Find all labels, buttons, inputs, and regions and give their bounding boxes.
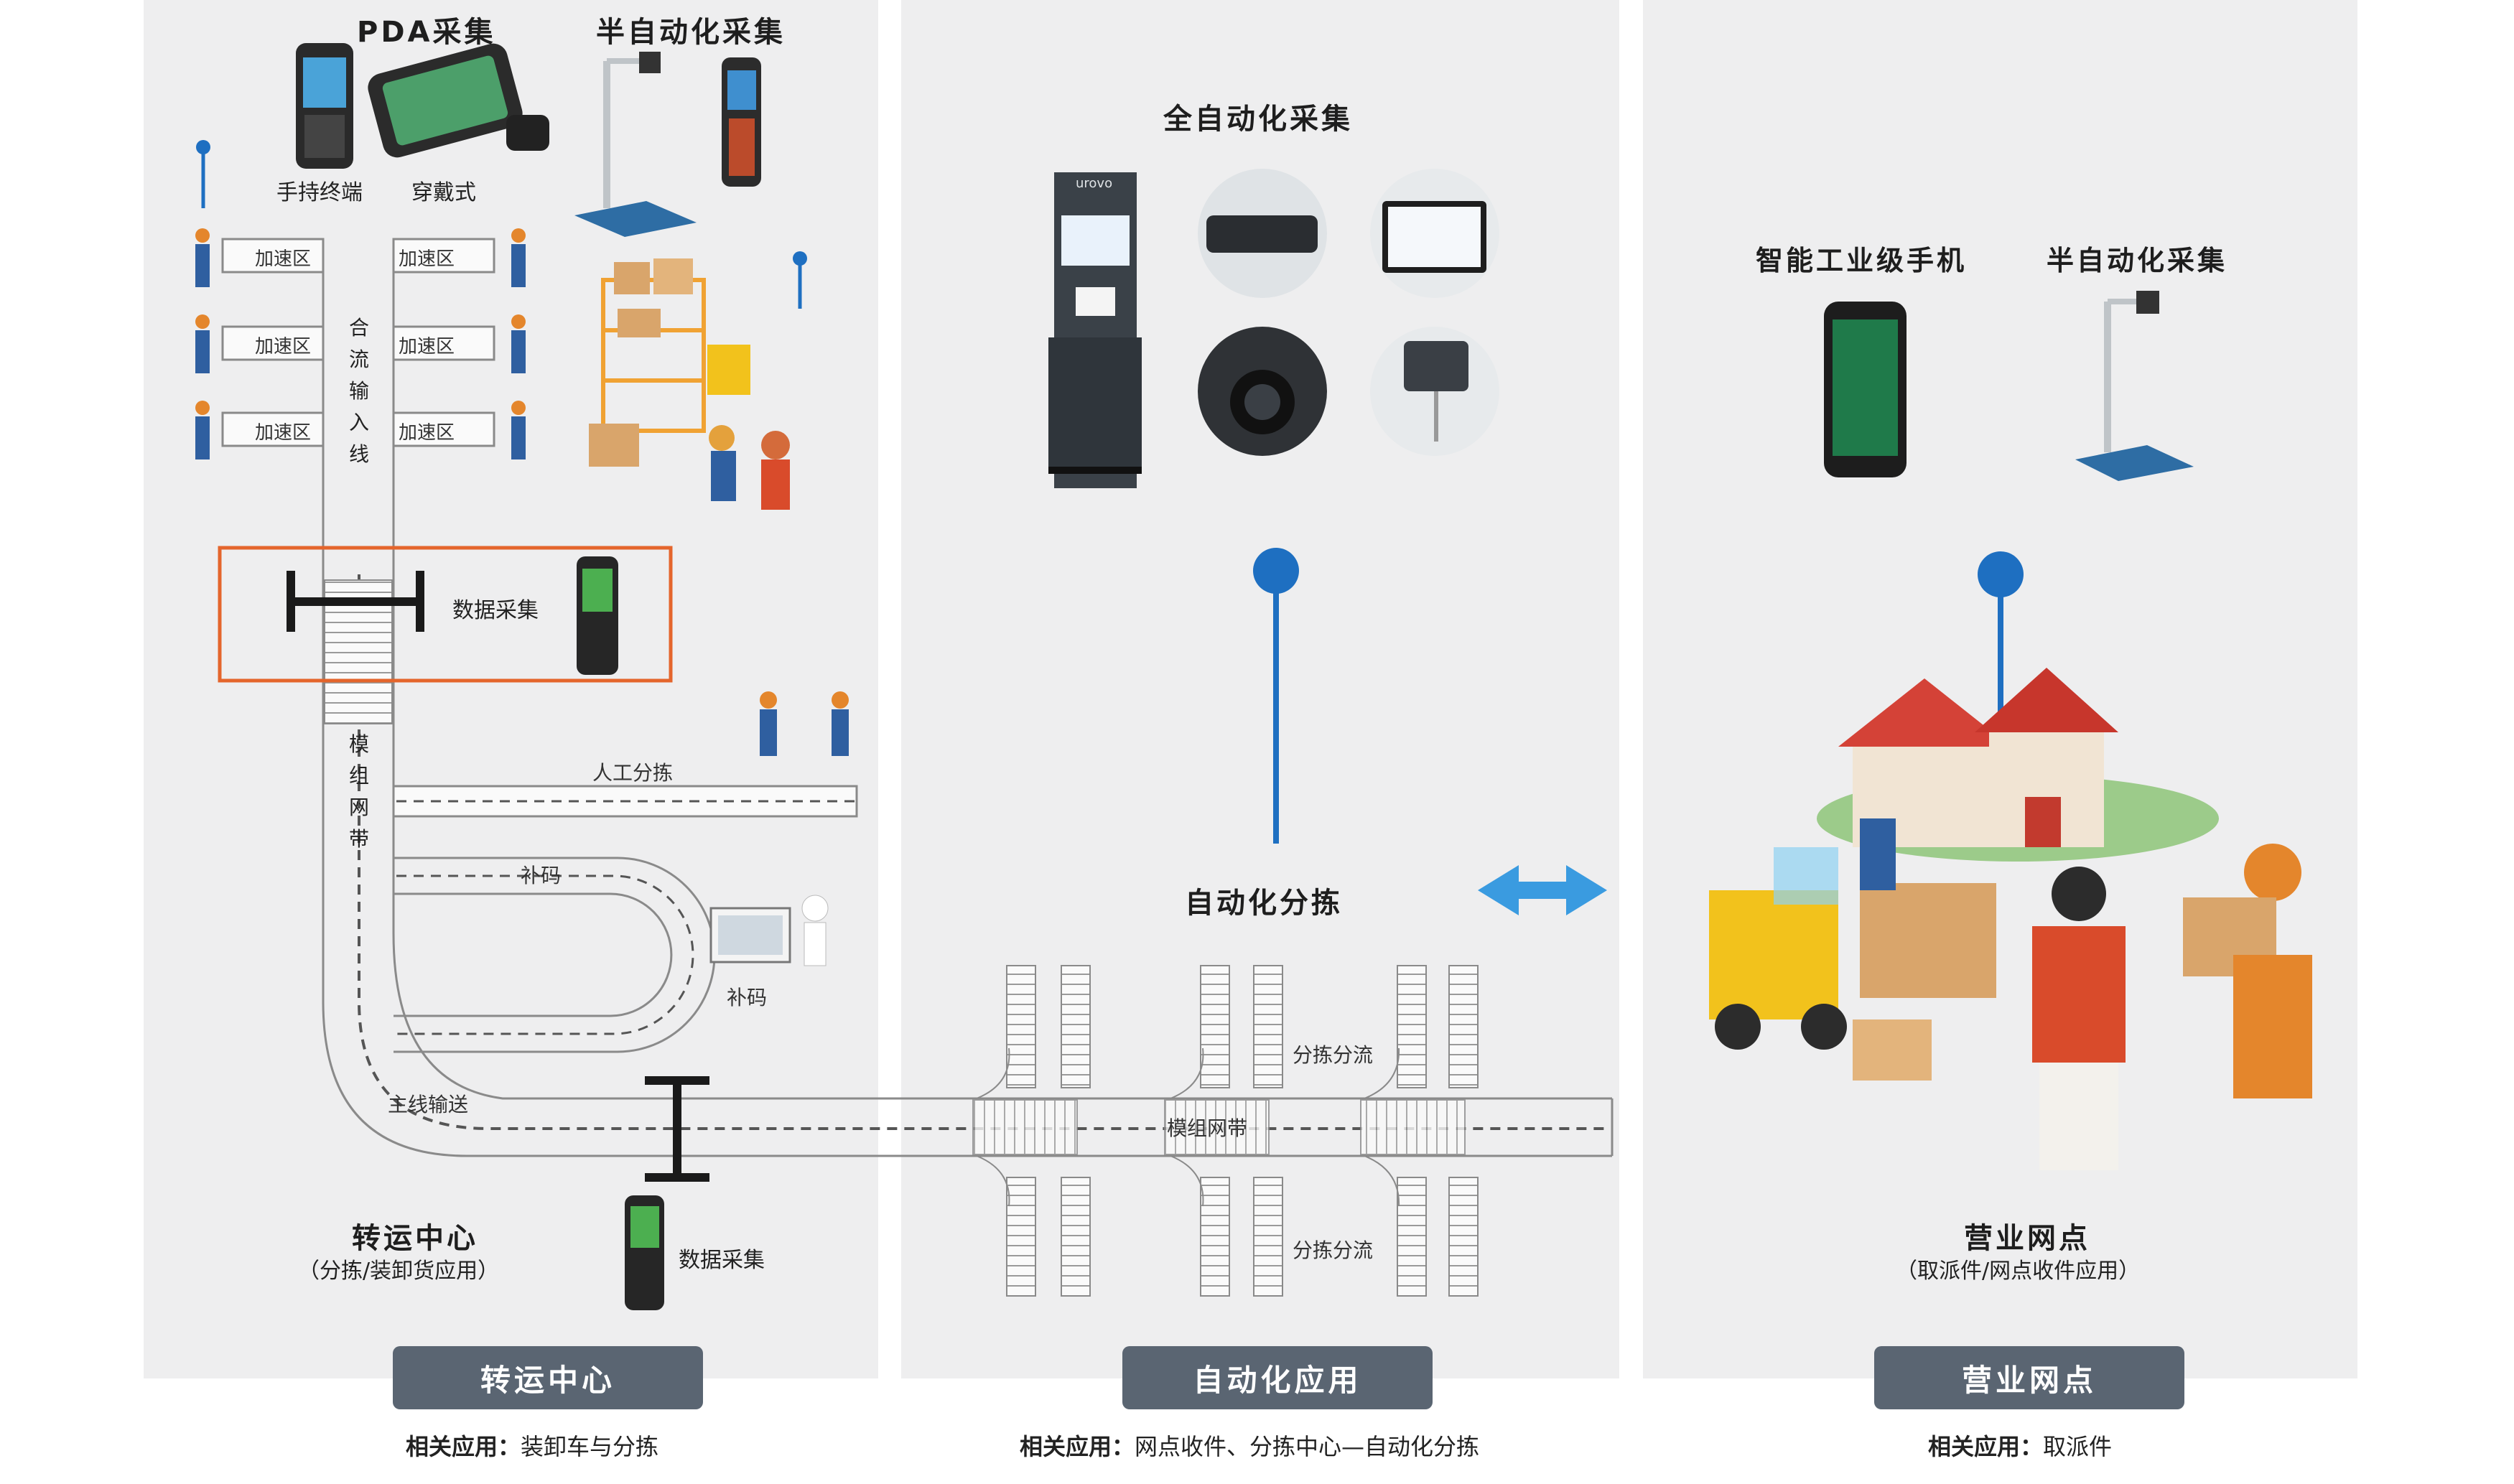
accel-zone-belts — [221, 238, 495, 447]
related-app-automation: 相关应用：网点收件、分拣中心—自动化分拣 — [1020, 1433, 1480, 1460]
device-brand: urovo — [1076, 176, 1113, 191]
pda-collect-title: PDA采集 — [357, 16, 496, 49]
related-app-transfer: 相关应用：装卸车与分拣 — [406, 1433, 659, 1460]
bottom-pda-icon — [625, 1195, 664, 1310]
accel-zone-label: 加速区 — [399, 336, 455, 358]
sort-divert-belts — [972, 965, 1479, 1297]
related-app-outlet: 相关应用：取派件 — [1928, 1433, 2113, 1460]
semi-auto-stand-outlet-icon — [2075, 291, 2194, 481]
module-belt-label: 模 组 网 带 — [348, 732, 369, 851]
worker-icons — [195, 228, 849, 756]
transfer-center-subcaption: （分拣/装卸货应用） — [298, 1259, 500, 1284]
handheld-terminal-icon — [296, 43, 353, 169]
industrial-phone-icon — [1824, 302, 1907, 477]
semi-auto-stand-icon — [574, 52, 697, 237]
camera-device-icons — [1198, 169, 1499, 456]
scanner-frame-bottom — [645, 1076, 709, 1182]
module-belt-inline-label: 模组网带 — [1167, 1116, 1248, 1140]
tag-automation: 自动化应用 — [1122, 1346, 1433, 1409]
wearable-device-icon — [368, 43, 549, 158]
handheld-terminal-label: 手持终端 — [276, 180, 363, 205]
semi-auto-outlet-title: 半自动化采集 — [2047, 245, 2228, 276]
double-arrow-icon — [1478, 865, 1607, 915]
location-pin-icons — [196, 140, 2024, 851]
auto-sort-title: 自动化分拣 — [1185, 887, 1343, 920]
accel-zone-label: 加速区 — [255, 422, 312, 444]
tag-transfer-center: 转运中心 — [393, 1346, 703, 1409]
outlet-caption: 营业网点 — [1964, 1222, 2090, 1255]
wearable-label: 穿戴式 — [411, 180, 476, 205]
accel-zone-label: 加速区 — [399, 248, 455, 270]
merge-line-label: 合 流 输 入 线 — [348, 316, 369, 466]
tag-outlet: 营业网点 — [1874, 1346, 2184, 1409]
sort-divert-bottom-label: 分拣分流 — [1293, 1238, 1374, 1262]
recode-loop-label: 补码 — [521, 864, 562, 887]
manual-sort-branch — [392, 785, 858, 818]
recode-station-label: 补码 — [727, 986, 768, 1009]
handheld-scanner-icon — [722, 57, 761, 187]
data-collect-highlight — [218, 546, 673, 683]
semi-auto-collect-title: 半自动化采集 — [596, 16, 786, 49]
sort-divert-top-label: 分拣分流 — [1293, 1043, 1374, 1067]
full-auto-collect-title: 全自动化采集 — [1163, 103, 1353, 136]
warehouse-illustration-icon — [589, 258, 790, 510]
urovo-kiosk-icon — [1048, 172, 1142, 488]
accel-zone-label: 加速区 — [255, 248, 312, 270]
panel-transfer-center — [144, 0, 878, 1378]
main-line-label: 主线输送 — [388, 1093, 469, 1116]
industrial-phone-title: 智能工业级手机 — [1756, 245, 1968, 276]
data-collect-pda-icon — [577, 556, 618, 675]
accel-zone-label: 加速区 — [255, 336, 312, 358]
scanner-frame-top — [287, 571, 424, 632]
outlet-subcaption: （取派件/网点收件应用） — [1896, 1259, 2141, 1284]
outlet-scene-illustration-icon — [1709, 668, 2312, 1170]
data-collect-bottom-label: 数据采集 — [679, 1248, 765, 1273]
manual-sort-label: 人工分拣 — [592, 761, 674, 785]
accel-zone-label: 加速区 — [399, 422, 455, 444]
recode-workstation-icon — [709, 895, 829, 966]
transfer-center-caption: 转运中心 — [352, 1222, 478, 1255]
data-collect-label: 数据采集 — [452, 598, 539, 623]
